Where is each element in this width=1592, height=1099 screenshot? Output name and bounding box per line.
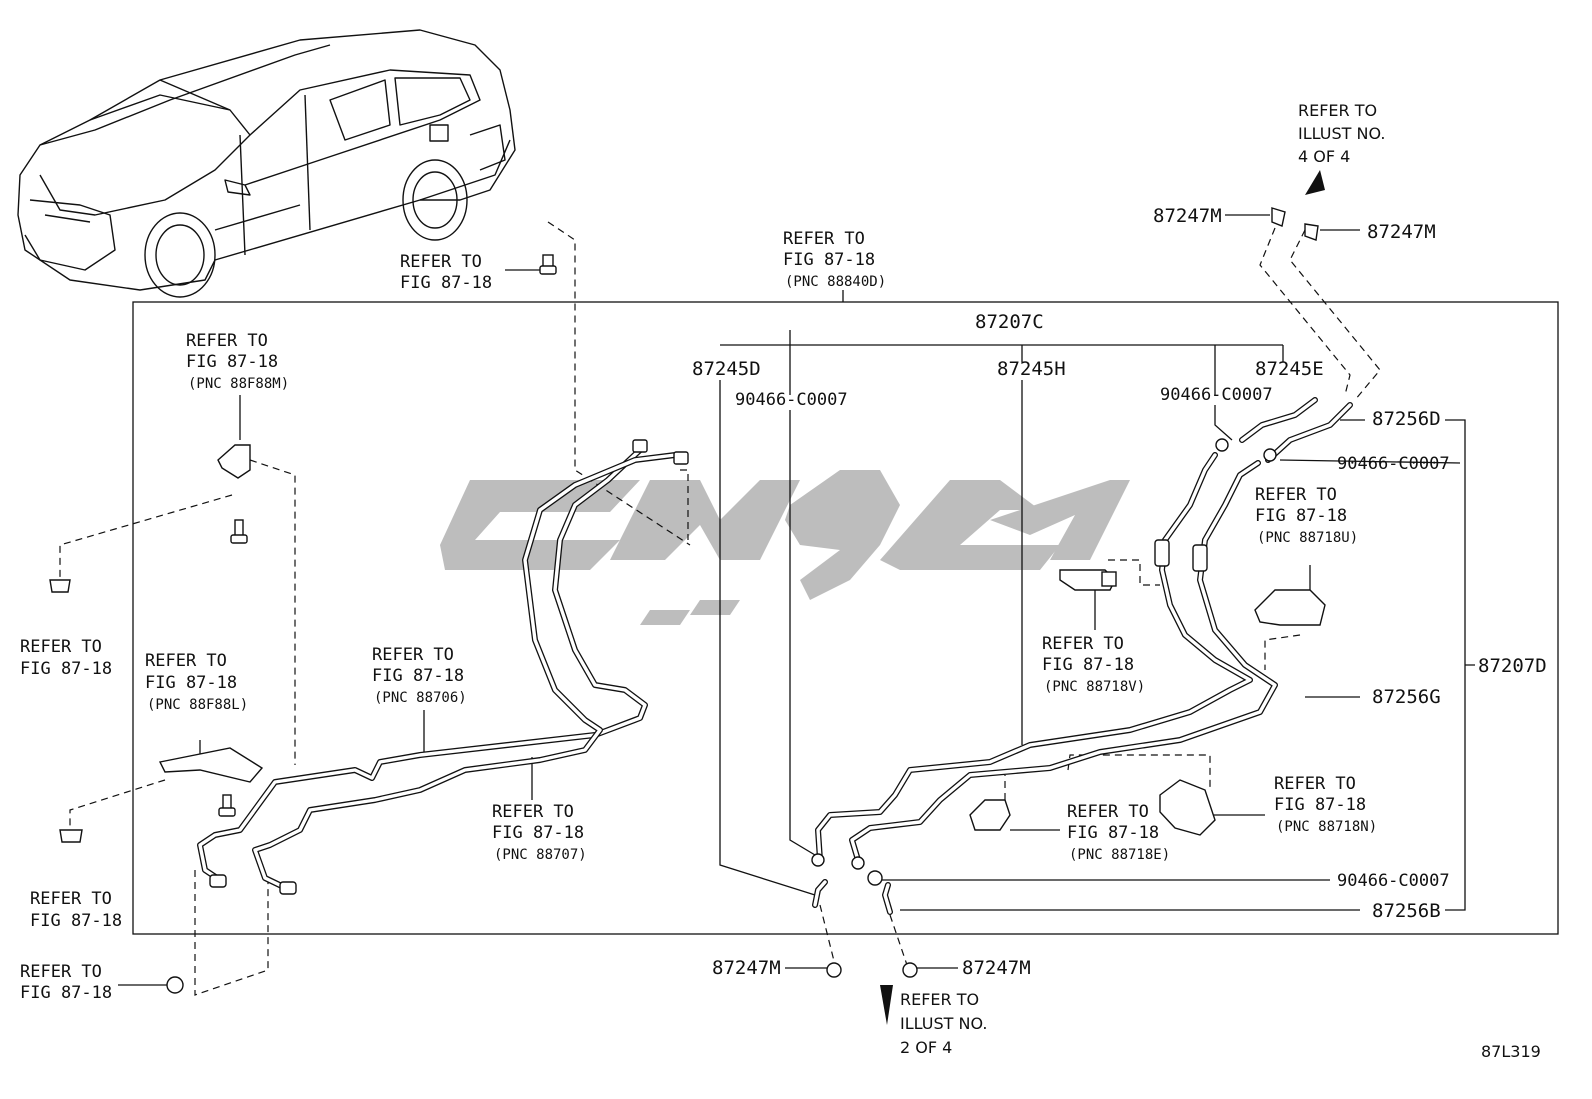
- part-87247m-bottom-right: 87247M: [962, 957, 1031, 979]
- arrow-down-icon: [880, 985, 893, 1025]
- ref-88f88l-line2: FIG 87-18: [145, 673, 237, 693]
- part-90466-right: 90466-C0007: [1337, 454, 1450, 474]
- part-87245h: 87245H: [997, 358, 1066, 380]
- part-87247m-top-left: 87247M: [1153, 205, 1222, 227]
- ref-88718u-pnc: (PNC 88718U): [1257, 530, 1358, 546]
- arrow-up-icon: [1305, 170, 1325, 195]
- part-87256b: 87256B: [1372, 900, 1441, 922]
- clamp-icon: [1254, 589, 1326, 626]
- ref-clip-2-line2: FIG 87-18: [30, 911, 122, 931]
- ref-88706-pnc: (PNC 88706): [374, 690, 467, 706]
- ref-nut-line1: REFER TO: [20, 962, 102, 982]
- right-leaders: [719, 170, 1475, 1025]
- watermark-logo: [440, 470, 1130, 625]
- part-87247m-top-right: 87247M: [1367, 221, 1436, 243]
- ref-88718u-line1: REFER TO: [1255, 485, 1337, 505]
- ref-bolt-top-line1: REFER TO: [400, 252, 482, 272]
- illust-ref-top-line2: ILLUST NO.: [1298, 124, 1385, 143]
- ref-88718e-line1: REFER TO: [1067, 802, 1149, 822]
- part-87247m-bottom-left: 87247M: [712, 957, 781, 979]
- ref-88840d-line1: REFER TO: [783, 229, 865, 249]
- part-90466-upper-right: 90466-C0007: [1160, 385, 1273, 405]
- clip-icon: [59, 829, 83, 843]
- ref-clip-2-line1: REFER TO: [30, 889, 112, 909]
- ref-88718v-line2: FIG 87-18: [1042, 655, 1134, 675]
- part-87245e: 87245E: [1255, 358, 1324, 380]
- part-87256d: 87256D: [1372, 408, 1441, 430]
- ref-88f88m-pnc: (PNC 88F88M): [188, 376, 289, 392]
- illust-ref-bottom-line3: 2 OF 4: [900, 1038, 952, 1057]
- right-pipe-set: [811, 397, 1353, 915]
- illust-ref-top-line3: 4 OF 4: [1298, 147, 1350, 166]
- illust-ref-top-line1: REFER TO: [1298, 101, 1377, 120]
- ref-88707-line2: FIG 87-18: [492, 823, 584, 843]
- ref-88f88m-line2: FIG 87-18: [186, 352, 278, 372]
- valve-icon: [1059, 569, 1117, 591]
- clamp-icon: [217, 444, 251, 479]
- ref-88718e-line2: FIG 87-18: [1067, 823, 1159, 843]
- ref-nut-line2: FIG 87-18: [20, 983, 112, 1003]
- ref-88718n-line2: FIG 87-18: [1274, 795, 1366, 815]
- clip-icon: [1271, 207, 1286, 227]
- ref-88707-line1: REFER TO: [492, 802, 574, 822]
- right-fasteners: [826, 207, 1326, 978]
- left-pipe-set: [197, 439, 689, 895]
- ref-88718n-pnc: (PNC 88718N): [1276, 819, 1377, 835]
- illust-ref-bottom-line1: REFER TO: [900, 990, 979, 1009]
- ref-clip-1-line2: FIG 87-18: [20, 659, 112, 679]
- bolt-icon: [218, 794, 236, 817]
- part-90466-lower: 90466-C0007: [1337, 871, 1450, 891]
- clamp-icon: [1159, 779, 1216, 836]
- ref-88f88m-line1: REFER TO: [186, 331, 268, 351]
- part-87207c: 87207C: [975, 311, 1044, 333]
- ref-88f88l-line1: REFER TO: [145, 651, 227, 671]
- left-leaders: [59, 221, 844, 996]
- left-fasteners: [49, 254, 557, 994]
- ref-88706-line1: REFER TO: [372, 645, 454, 665]
- ref-88f88l-pnc: (PNC 88F88L): [147, 697, 248, 713]
- ref-88718v-pnc: (PNC 88718V): [1044, 679, 1145, 695]
- part-90466-upper-left: 90466-C0007: [735, 390, 848, 410]
- vehicle-illustration: [17, 29, 516, 298]
- ref-88718u-line2: FIG 87-18: [1255, 506, 1347, 526]
- clip-icon: [1304, 223, 1319, 241]
- part-87207d: 87207D: [1478, 655, 1547, 677]
- ref-clip-1-line1: REFER TO: [20, 637, 102, 657]
- clamp-icon: [969, 799, 1011, 831]
- clip-icon: [826, 962, 842, 978]
- clip-icon: [49, 579, 71, 593]
- ref-88840d-line2: FIG 87-18: [783, 250, 875, 270]
- illust-ref-bottom-line2: ILLUST NO.: [900, 1014, 987, 1033]
- nut-icon: [166, 976, 184, 994]
- bolt-icon: [539, 254, 557, 275]
- ref-88706-line2: FIG 87-18: [372, 666, 464, 686]
- bracket-icon: [158, 747, 264, 783]
- figure-code: 87L319: [1481, 1042, 1541, 1061]
- ref-88718v-line1: REFER TO: [1042, 634, 1124, 654]
- ref-88707-pnc: (PNC 88707): [494, 847, 587, 863]
- ref-88718e-pnc: (PNC 88718E): [1069, 847, 1170, 863]
- clip-icon: [902, 962, 918, 978]
- ref-bolt-top-line2: FIG 87-18: [400, 273, 492, 293]
- assembly-frame: [132, 301, 1559, 935]
- bolt-icon: [230, 519, 248, 544]
- part-87256g: 87256G: [1372, 686, 1441, 708]
- ref-88840d-pnc: (PNC 88840D): [785, 274, 886, 290]
- part-87245d: 87245D: [692, 358, 761, 380]
- ref-88718n-line1: REFER TO: [1274, 774, 1356, 794]
